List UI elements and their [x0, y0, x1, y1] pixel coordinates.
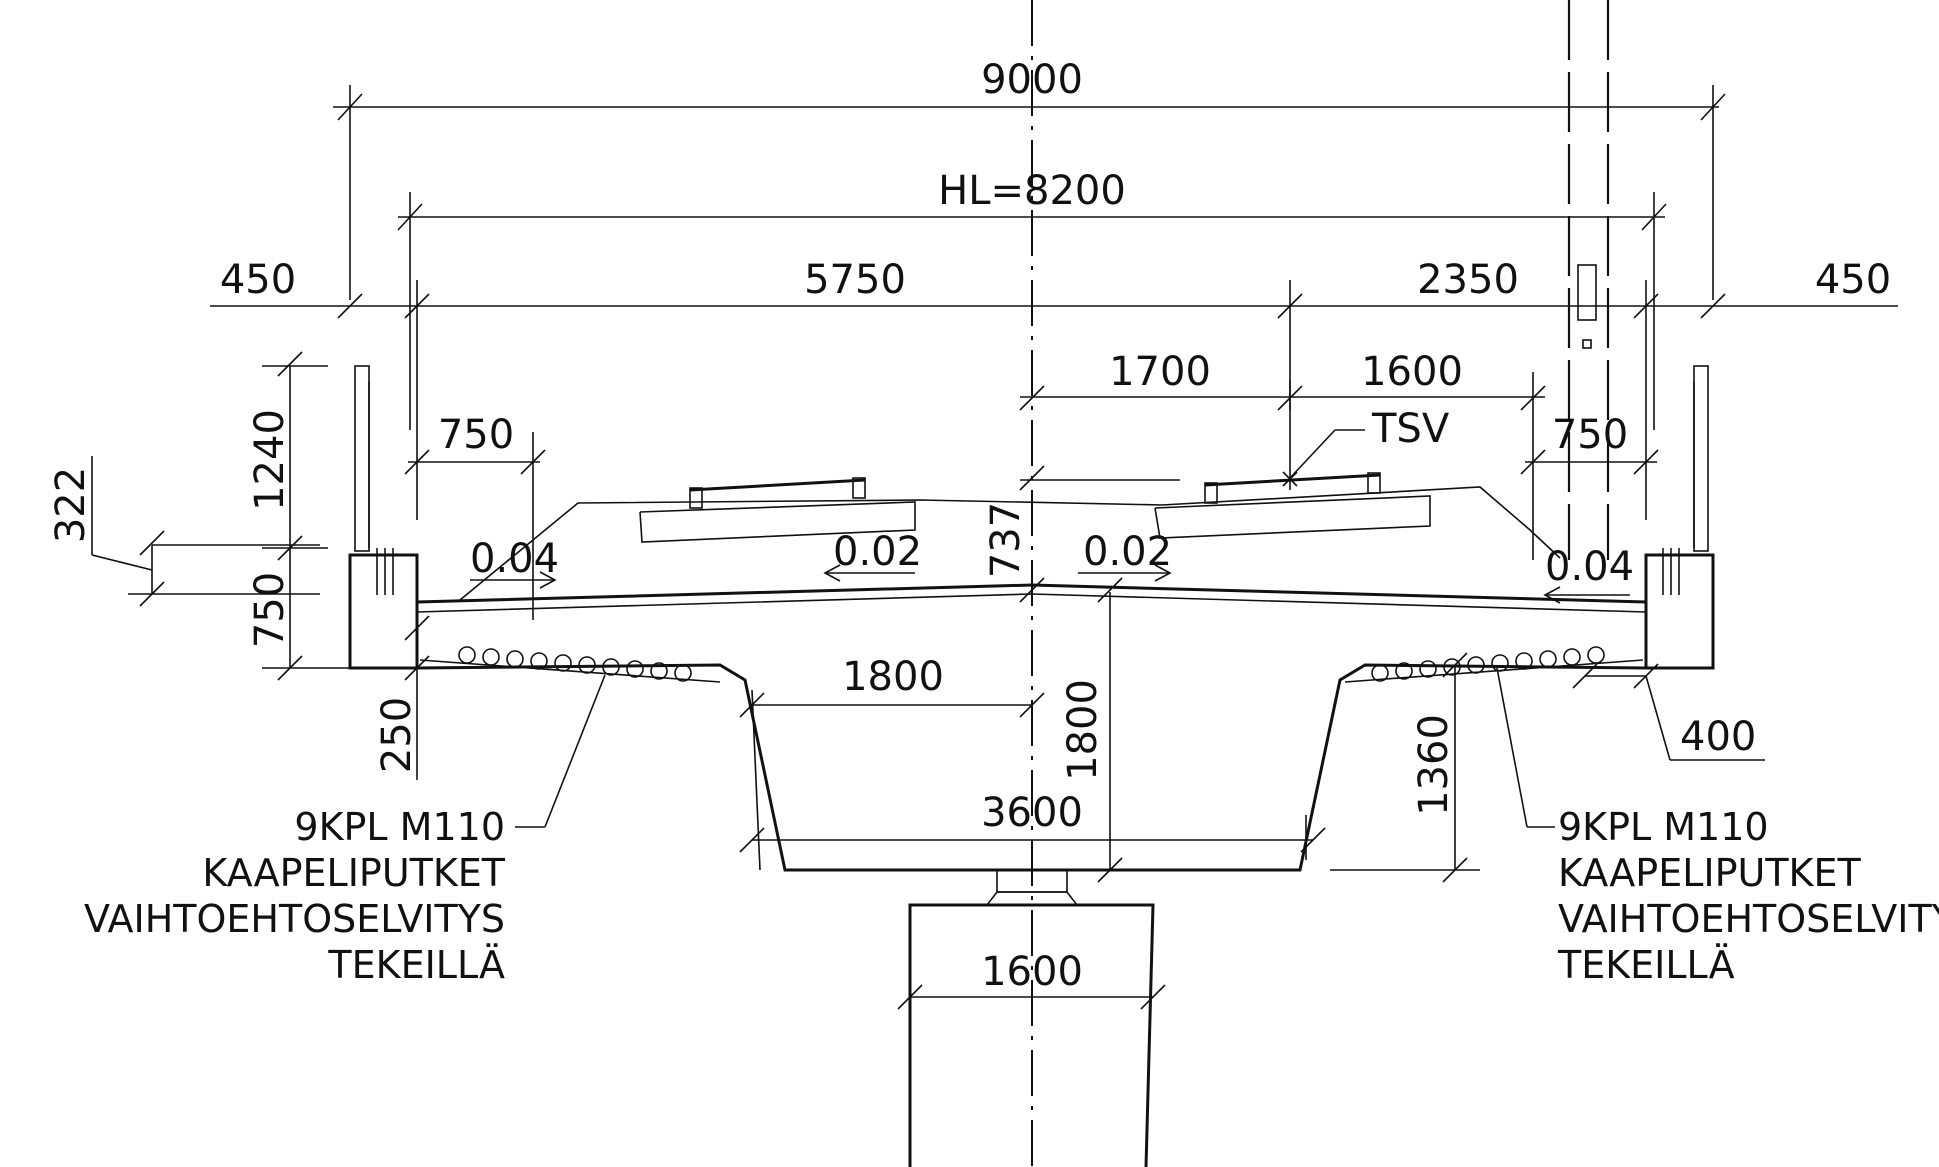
dim-left-span: 5750 — [804, 257, 906, 303]
dim-cantilever-left: 250 — [374, 697, 420, 773]
dim-overall-width: 9000 — [981, 57, 1083, 103]
left-note: 9KPL M110 KAAPELIPUTKET VAIHTOEHTOSELVIT… — [84, 674, 606, 987]
right-note-line-1: 9KPL M110 — [1558, 805, 1769, 849]
dim-right-span: 2350 — [1417, 257, 1519, 303]
dim-left-walkway: 750 — [438, 412, 514, 458]
label-tsv: TSV — [1371, 406, 1450, 452]
right-railing — [1693, 365, 1709, 552]
left-edge-beam — [348, 553, 419, 670]
dim-railing-height: 1240 — [247, 409, 293, 511]
left-note-line-4: TEKEILLÄ — [327, 943, 505, 987]
left-railing — [354, 365, 370, 552]
right-rail — [1204, 473, 1381, 487]
right-note: 9KPL M110 KAAPELIPUTKET VAIHTOEHTOSELVIT… — [1496, 667, 1939, 987]
dim-track-width: HL=8200 — [938, 168, 1126, 214]
dim-girder-bottom-width: 3600 — [981, 790, 1083, 836]
dim-left-edge: 450 — [220, 257, 296, 303]
signal-post — [1577, 264, 1597, 321]
slope-right-inner: 0.02 — [1083, 529, 1172, 575]
dim-girder-top-width: 1800 — [842, 654, 944, 700]
right-cable-ducts — [1371, 646, 1605, 682]
dim-cantilever-right: 1360 — [1411, 714, 1457, 816]
dim-girder-depth: 1800 — [1060, 679, 1106, 781]
right-note-line-3: VAIHTOEHTOSELVITYS — [1558, 897, 1939, 941]
deck-structure — [348, 365, 1715, 1167]
right-sleeper — [1154, 495, 1431, 539]
dim-right-edge-400: 400 — [1680, 714, 1756, 760]
dim-edge-beam-height: 750 — [247, 572, 293, 648]
left-note-line-3: VAIHTOEHTOSELVITYS — [84, 897, 505, 941]
left-note-line-2: KAAPELIPUTKET — [202, 851, 505, 895]
right-note-line-4: TEKEILLÄ — [1557, 943, 1735, 987]
dim-pier-width: 1600 — [981, 949, 1083, 995]
dim-tsv-to-edge: 1600 — [1361, 349, 1463, 395]
left-vertical-dimensions: 1240 750 322 — [48, 351, 356, 681]
dim-center-depth: 737 — [983, 502, 1029, 578]
left-note-line-1: 9KPL M110 — [294, 805, 505, 849]
right-note-line-2: KAAPELIPUTKET — [1558, 851, 1861, 895]
dim-right-edge: 450 — [1815, 257, 1891, 303]
ballast-profile — [459, 486, 1561, 601]
signal-marker — [1582, 339, 1592, 349]
girder-dimensions: 737 1800 1800 3600 1600 250 1360 — [374, 465, 1765, 1010]
top-dimensions: 9000 HL=8200 450 5750 2350 450 1700 1600 — [210, 57, 1898, 620]
left-sleeper — [639, 501, 916, 543]
slope-right-outer: 0.04 — [1545, 544, 1634, 590]
pier — [908, 903, 1155, 1167]
left-rail — [689, 478, 866, 492]
dim-right-walkway: 750 — [1552, 412, 1628, 458]
dim-edge-offset: 322 — [48, 467, 94, 543]
dim-center-to-tsv: 1700 — [1109, 349, 1211, 395]
left-cable-ducts — [458, 646, 692, 682]
deck-top-surface — [416, 583, 1647, 604]
slopes: 0.04 0.02 0.02 0.04 — [470, 529, 1634, 604]
slope-left-inner: 0.02 — [833, 529, 922, 575]
